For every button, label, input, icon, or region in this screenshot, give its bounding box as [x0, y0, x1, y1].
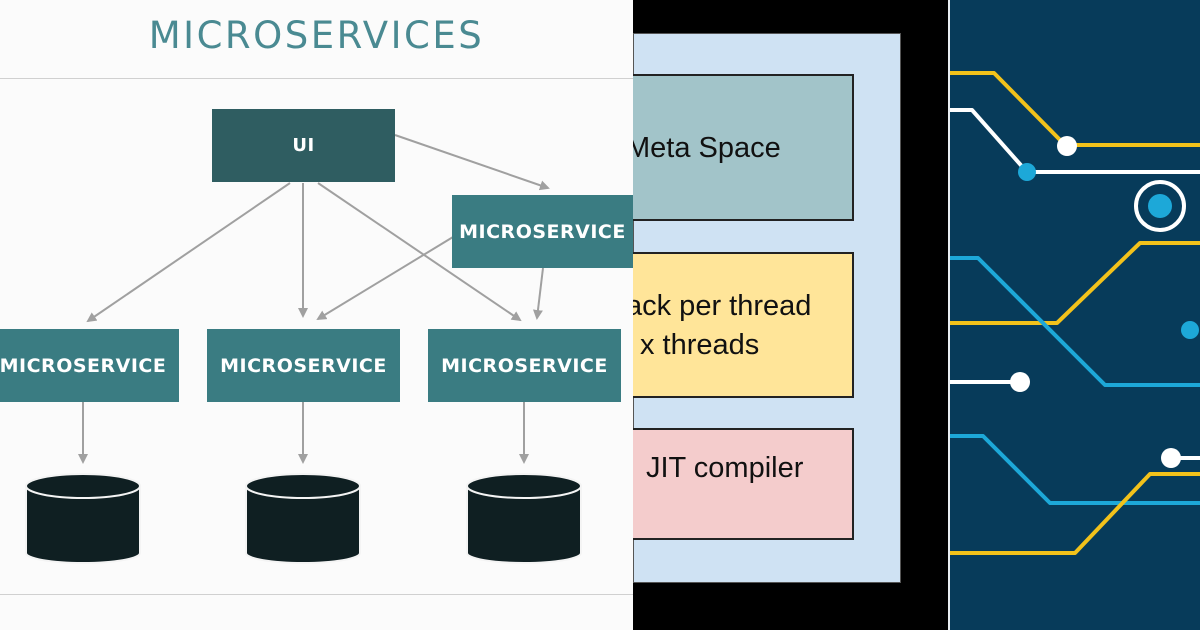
- target-node-dot: [1148, 194, 1172, 218]
- arrow-ui-to-service-1: [86, 182, 291, 323]
- thread-stack-label-line2: x threads: [640, 329, 760, 361]
- diagram-connectors: [25, 134, 582, 564]
- yellow-trace-2: [950, 241, 1200, 325]
- white-trace-1: [950, 108, 1200, 174]
- microservice-node-3: MICROSERVICE: [428, 329, 621, 402]
- microservice-node-2: MICROSERVICE: [207, 329, 400, 402]
- jit-compiler-block: JIT compiler: [633, 428, 854, 540]
- ui-node: UI: [212, 109, 395, 182]
- arrow-top-service-to-service-3: [532, 267, 544, 320]
- diagram-title: MICROSERVICES: [148, 14, 485, 57]
- microservices-diagram: MICROSERVICES: [0, 0, 633, 630]
- panel-divider: [948, 0, 950, 630]
- microservice-node-1: MICROSERVICE: [0, 329, 179, 402]
- arrow-ui-to-service-3: [317, 182, 522, 322]
- top-microservice-node: MICROSERVICE: [452, 195, 633, 268]
- cyan-trace-2: [950, 434, 1200, 505]
- database-3-icon: [466, 473, 582, 564]
- meta-space-label: Meta Space: [633, 132, 781, 164]
- white-node-1: [1057, 136, 1077, 156]
- jvm-memory-panel: Meta Space ack per thread x threads JIT …: [633, 0, 950, 630]
- white-node-3: [1161, 448, 1181, 468]
- arrow-top-service-to-service-2: [316, 236, 454, 321]
- cyan-trace-1: [950, 256, 1200, 387]
- meta-space-block: Meta Space: [633, 74, 854, 221]
- yellow-trace-1: [950, 71, 1200, 147]
- jit-compiler-label: JIT compiler: [646, 452, 804, 484]
- yellow-trace-3: [950, 472, 1200, 555]
- cyan-node-2: [1181, 321, 1199, 339]
- cyan-node-1: [1018, 163, 1036, 181]
- thread-stack-label-line1: ack per thread: [633, 290, 812, 322]
- bottom-divider: [0, 594, 633, 595]
- title-divider: [0, 78, 633, 79]
- arrow-ui-to-top-service: [394, 134, 550, 191]
- circuit-illustration: [950, 0, 1200, 630]
- white-node-2: [1010, 372, 1030, 392]
- database-1-icon: [25, 473, 141, 564]
- database-2-icon: [245, 473, 361, 564]
- thread-stack-block: ack per thread x threads: [633, 252, 854, 398]
- jvm-memory-container: Meta Space ack per thread x threads JIT …: [633, 33, 901, 583]
- circuit-traces: [950, 71, 1200, 555]
